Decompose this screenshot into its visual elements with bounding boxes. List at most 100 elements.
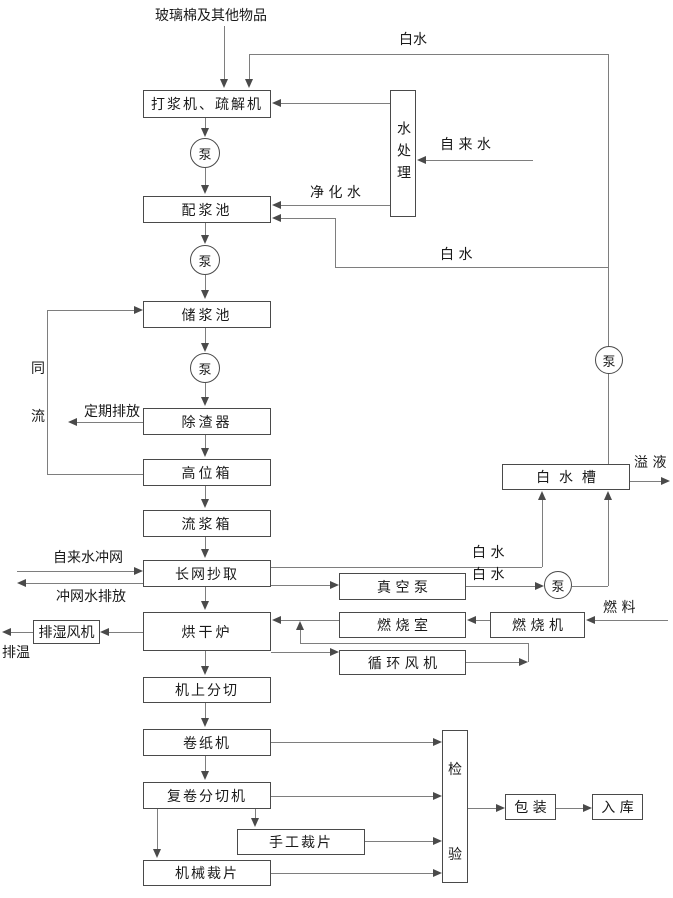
arrowhead-icon (417, 156, 426, 164)
node-fourdrinier: 长网抄取 (143, 560, 271, 587)
arrowhead-icon (251, 818, 259, 827)
connector-line (205, 223, 206, 236)
connector-line (476, 620, 490, 621)
label-white-water-top: 白水 (399, 32, 427, 48)
node-rewinder-slitter: 复卷分切机 (143, 782, 271, 809)
arrowhead-icon (296, 621, 304, 630)
node-beater: 打浆机、疏解机 (143, 90, 271, 118)
connector-line (205, 118, 206, 129)
connector-line (205, 275, 206, 291)
node-on-machine-slitting: 机上分切 (143, 677, 271, 703)
arrowhead-icon (134, 306, 143, 314)
connector-line (466, 586, 536, 587)
arrowhead-icon (433, 837, 442, 845)
arrowhead-icon (535, 582, 544, 590)
connector-line (542, 499, 543, 567)
arrowhead-icon (201, 397, 209, 406)
pump-symbol-1: 泵 (190, 138, 220, 168)
arrowhead-icon (245, 79, 253, 88)
connector-line (255, 809, 256, 819)
arrowhead-icon (68, 418, 77, 426)
node-white-water-tank: 白 水 槽 (502, 464, 630, 490)
arrowhead-icon (201, 343, 209, 352)
label-white-water-mid: 白 水 (440, 247, 473, 263)
node-packaging: 包 装 (505, 794, 556, 820)
arrowhead-icon (134, 567, 143, 575)
label-input-material: 玻璃棉及其他物品 (155, 8, 267, 24)
connector-line (335, 267, 608, 268)
connector-line (271, 796, 433, 797)
arrowhead-icon (272, 99, 281, 107)
label-periodic-discharge: 定期排放 (84, 404, 140, 420)
connector-line (205, 756, 206, 772)
connector-line (47, 310, 134, 311)
node-combustion-chamber: 燃 烧 室 (339, 612, 466, 638)
connector-line (77, 422, 143, 423)
connector-line (271, 652, 331, 653)
connector-line (608, 54, 609, 464)
connector-line (249, 54, 608, 55)
connector-line (572, 586, 608, 587)
connector-line (281, 620, 339, 621)
connector-line (466, 662, 520, 663)
label-overflow: 溢 液 (634, 455, 667, 471)
arrowhead-icon (153, 849, 161, 858)
arrowhead-icon (604, 491, 612, 500)
arrowhead-icon (433, 738, 442, 746)
pump-symbol-2: 泵 (190, 245, 220, 275)
arrowhead-icon (272, 201, 281, 209)
connector-line (205, 486, 206, 500)
connector-line (224, 26, 225, 80)
connector-line (281, 103, 390, 104)
node-deslagger: 除渣器 (143, 408, 271, 435)
node-water-treatment: 水处理 (390, 90, 416, 217)
connector-line (300, 643, 528, 644)
arrowhead-icon (2, 628, 11, 636)
connector-line (594, 620, 668, 621)
arrowhead-icon (201, 448, 209, 457)
connector-line (271, 873, 433, 874)
arrowhead-icon (201, 549, 209, 558)
connector-line (300, 629, 301, 643)
label-tap-water-wash: 自来水冲网 (53, 550, 123, 566)
node-combustion-machine: 燃 烧 机 (490, 612, 585, 638)
label-purified-water: 净 化 水 (310, 185, 361, 201)
connector-line (205, 435, 206, 449)
inspection-label-bottom: 验 (448, 847, 462, 863)
node-paper-winder: 卷纸机 (143, 729, 271, 756)
connector-line (271, 742, 433, 743)
node-drying-furnace: 烘干炉 (143, 612, 271, 651)
arrowhead-icon (538, 491, 546, 500)
connector-line (157, 809, 158, 850)
node-circulation-fan: 循 环 风 机 (339, 650, 466, 675)
pump-symbol-white-water: 泵 (595, 346, 623, 374)
arrowhead-icon (201, 771, 209, 780)
arrowhead-icon (272, 214, 281, 222)
connector-line (205, 537, 206, 550)
connector-line (630, 481, 661, 482)
arrowhead-icon (661, 477, 670, 485)
label-recirc-liu: 流 (31, 409, 45, 425)
connector-line (608, 499, 609, 586)
label-white-water-lower: 白 水 (472, 567, 505, 583)
connector-line (365, 841, 433, 842)
arrowhead-icon (586, 616, 595, 624)
label-tap-water: 自 来 水 (440, 137, 491, 153)
connector-line (271, 585, 331, 586)
arrowhead-icon (583, 804, 592, 812)
node-mixing-pool: 配浆池 (143, 196, 271, 223)
connector-line (205, 328, 206, 344)
connector-line (281, 205, 390, 206)
label-fuel: 燃 料 (603, 600, 636, 616)
pump-symbol-vacuum-line: 泵 (544, 571, 572, 599)
arrowhead-icon (330, 648, 339, 656)
arrowhead-icon (201, 128, 209, 137)
arrowhead-icon (100, 628, 109, 636)
arrowhead-icon (201, 235, 209, 244)
connector-line (47, 474, 143, 475)
connector-line (205, 587, 206, 602)
connector-line (528, 643, 529, 662)
arrowhead-icon (17, 579, 26, 587)
inspection-label-top: 检 (448, 762, 462, 778)
